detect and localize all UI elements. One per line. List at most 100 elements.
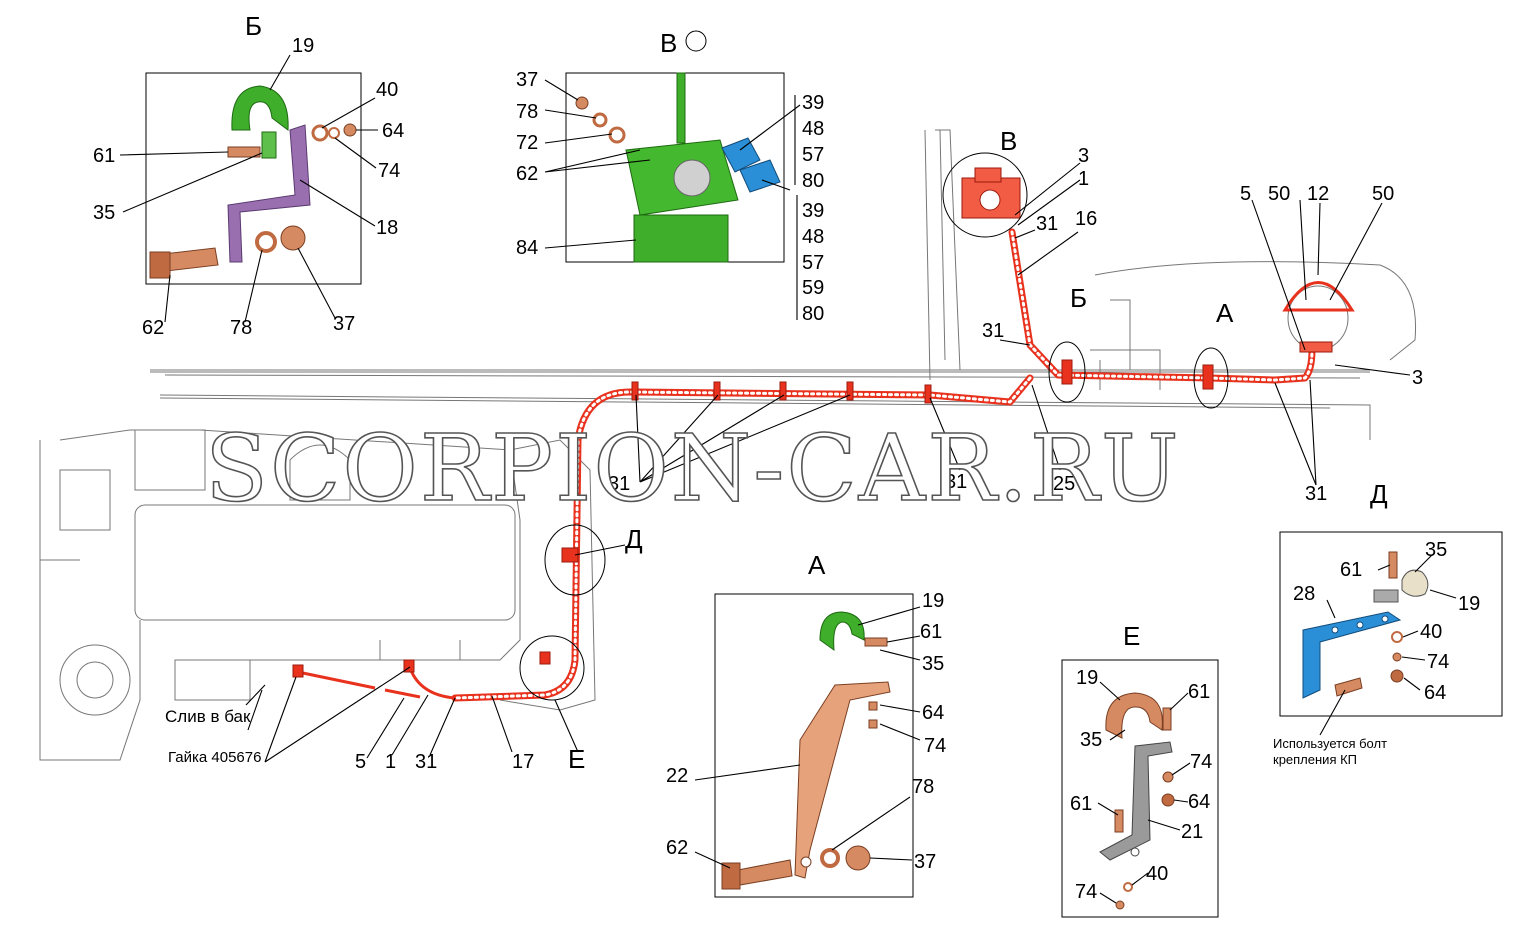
clamp-35-icon bbox=[1373, 589, 1399, 603]
callout-18: 18 bbox=[376, 217, 398, 239]
note-line-1: Используется болт bbox=[1273, 736, 1387, 751]
clamp-31-1 bbox=[631, 381, 639, 401]
washer-74-icon bbox=[1162, 771, 1174, 783]
nut-64-icon bbox=[1390, 669, 1404, 683]
clamp-19-icon bbox=[1105, 692, 1163, 739]
marker-a: А bbox=[1216, 298, 1234, 328]
pulley bbox=[59, 644, 131, 716]
engine-left-side bbox=[39, 440, 141, 761]
washer-78-icon bbox=[255, 231, 277, 253]
frame-rail-bottom bbox=[159, 394, 1371, 440]
gearbox-outline bbox=[379, 439, 596, 711]
callout-74: 74 bbox=[1075, 881, 1097, 903]
callout-61: 61 bbox=[1188, 681, 1210, 703]
clamp-b bbox=[1061, 359, 1073, 385]
callout-17: 17 bbox=[512, 751, 534, 773]
note-line-2: крепления КП bbox=[1273, 752, 1357, 767]
callout-19: 19 bbox=[1458, 593, 1480, 615]
filler-cap-icon bbox=[1282, 281, 1355, 312]
washer-40-icon bbox=[311, 124, 329, 142]
tank-outline bbox=[1094, 261, 1417, 361]
callout-35: 35 bbox=[1425, 539, 1447, 561]
washer-74b-icon bbox=[1115, 900, 1125, 910]
view-d-detail: 35 61 19 28 40 74 64 Используется болт к… bbox=[1273, 531, 1503, 767]
fitting-39b-icon bbox=[739, 159, 781, 193]
callout-74: 74 bbox=[924, 735, 946, 757]
engine-cylinder bbox=[134, 504, 516, 621]
callout-78: 78 bbox=[912, 776, 934, 798]
clamp-31-4 bbox=[846, 381, 854, 401]
clamp-35-icon bbox=[261, 131, 277, 159]
view-a-ellipse bbox=[1193, 347, 1229, 409]
bolt-62-head-icon bbox=[721, 862, 741, 890]
view-b-frame bbox=[145, 72, 362, 285]
view-v-detail: В 37 78 72 62 84 39 48 57 80 39 48 57 59… bbox=[516, 28, 824, 325]
marker-d-left: Д bbox=[625, 524, 643, 554]
bolt-61-icon bbox=[864, 637, 888, 647]
nut-1 bbox=[292, 664, 304, 678]
filter-head-icon bbox=[961, 167, 1021, 219]
washer-78-icon bbox=[592, 112, 608, 128]
nut-label: Гайка 405676 bbox=[168, 749, 261, 766]
callout-64: 64 bbox=[922, 702, 944, 724]
clamp-e bbox=[539, 651, 551, 665]
main-leaders bbox=[245, 162, 1411, 763]
hose-1 bbox=[408, 667, 456, 700]
vertical-post bbox=[924, 129, 961, 381]
filter-84-icon bbox=[633, 214, 729, 263]
washer-64-icon bbox=[868, 701, 878, 711]
bracket-28-icon bbox=[1302, 611, 1402, 699]
callout-31: 31 bbox=[415, 751, 437, 773]
callout-84: 84 bbox=[516, 237, 538, 259]
bolt-61-icon bbox=[1388, 551, 1398, 579]
callout-74: 74 bbox=[1190, 751, 1212, 773]
view-v-circle bbox=[942, 152, 1028, 238]
watermark: SCORPION-CAR.RU bbox=[205, 415, 1181, 522]
callout-31: 31 bbox=[1036, 213, 1058, 235]
machine-outline bbox=[39, 129, 1417, 761]
callout-16: 16 bbox=[1075, 208, 1097, 230]
callout-80: 80 bbox=[802, 303, 824, 325]
callout-22: 22 bbox=[666, 765, 688, 787]
clamp-d bbox=[561, 547, 579, 563]
washer-72-icon bbox=[608, 126, 626, 144]
washer-74-icon bbox=[868, 719, 878, 729]
callout-74: 74 bbox=[378, 160, 400, 182]
callout-37: 37 bbox=[516, 69, 538, 91]
callout-78: 78 bbox=[516, 101, 538, 123]
frame-rail-top bbox=[150, 369, 1370, 373]
washer-74-icon bbox=[1392, 652, 1402, 662]
clamp-19-icon bbox=[231, 85, 289, 131]
view-e-title: Е bbox=[1123, 621, 1140, 651]
drain-label: Слив в бак bbox=[165, 707, 251, 726]
view-b-detail: Б 19 40 64 61 74 35 18 62 78 37 bbox=[93, 11, 404, 339]
callout-74: 74 bbox=[1427, 651, 1449, 673]
callout-39: 39 bbox=[802, 200, 824, 222]
bolt-61-icon bbox=[1162, 707, 1172, 731]
callout-37: 37 bbox=[914, 851, 936, 873]
nut-2 bbox=[403, 659, 415, 673]
callout-64: 64 bbox=[1424, 682, 1446, 704]
marker-e: Е bbox=[568, 744, 585, 774]
view-a-title: А bbox=[808, 550, 826, 580]
callout-35: 35 bbox=[1080, 729, 1102, 751]
view-d-ellipse bbox=[544, 524, 606, 596]
view-b-title: Б bbox=[245, 11, 262, 41]
clamp-31-2 bbox=[713, 381, 721, 401]
view-a-detail: А 19 61 35 64 74 22 78 62 37 bbox=[666, 550, 946, 898]
callout-59: 59 bbox=[802, 277, 824, 299]
callout-40: 40 bbox=[1420, 621, 1442, 643]
callout-78: 78 bbox=[230, 317, 252, 339]
callout-80: 80 bbox=[802, 170, 824, 192]
clamp-19-icon bbox=[1401, 569, 1429, 597]
view-b-ellipse bbox=[1048, 341, 1086, 403]
callout-31: 31 bbox=[945, 471, 967, 493]
clamp-31-5 bbox=[924, 384, 932, 404]
engine-part bbox=[289, 444, 351, 501]
callout-57: 57 bbox=[802, 144, 824, 166]
callout-3: 3 bbox=[1078, 145, 1089, 167]
bolt-61b-icon bbox=[1114, 809, 1124, 833]
nut-37-icon bbox=[575, 96, 589, 110]
nut-64-icon bbox=[343, 123, 357, 137]
